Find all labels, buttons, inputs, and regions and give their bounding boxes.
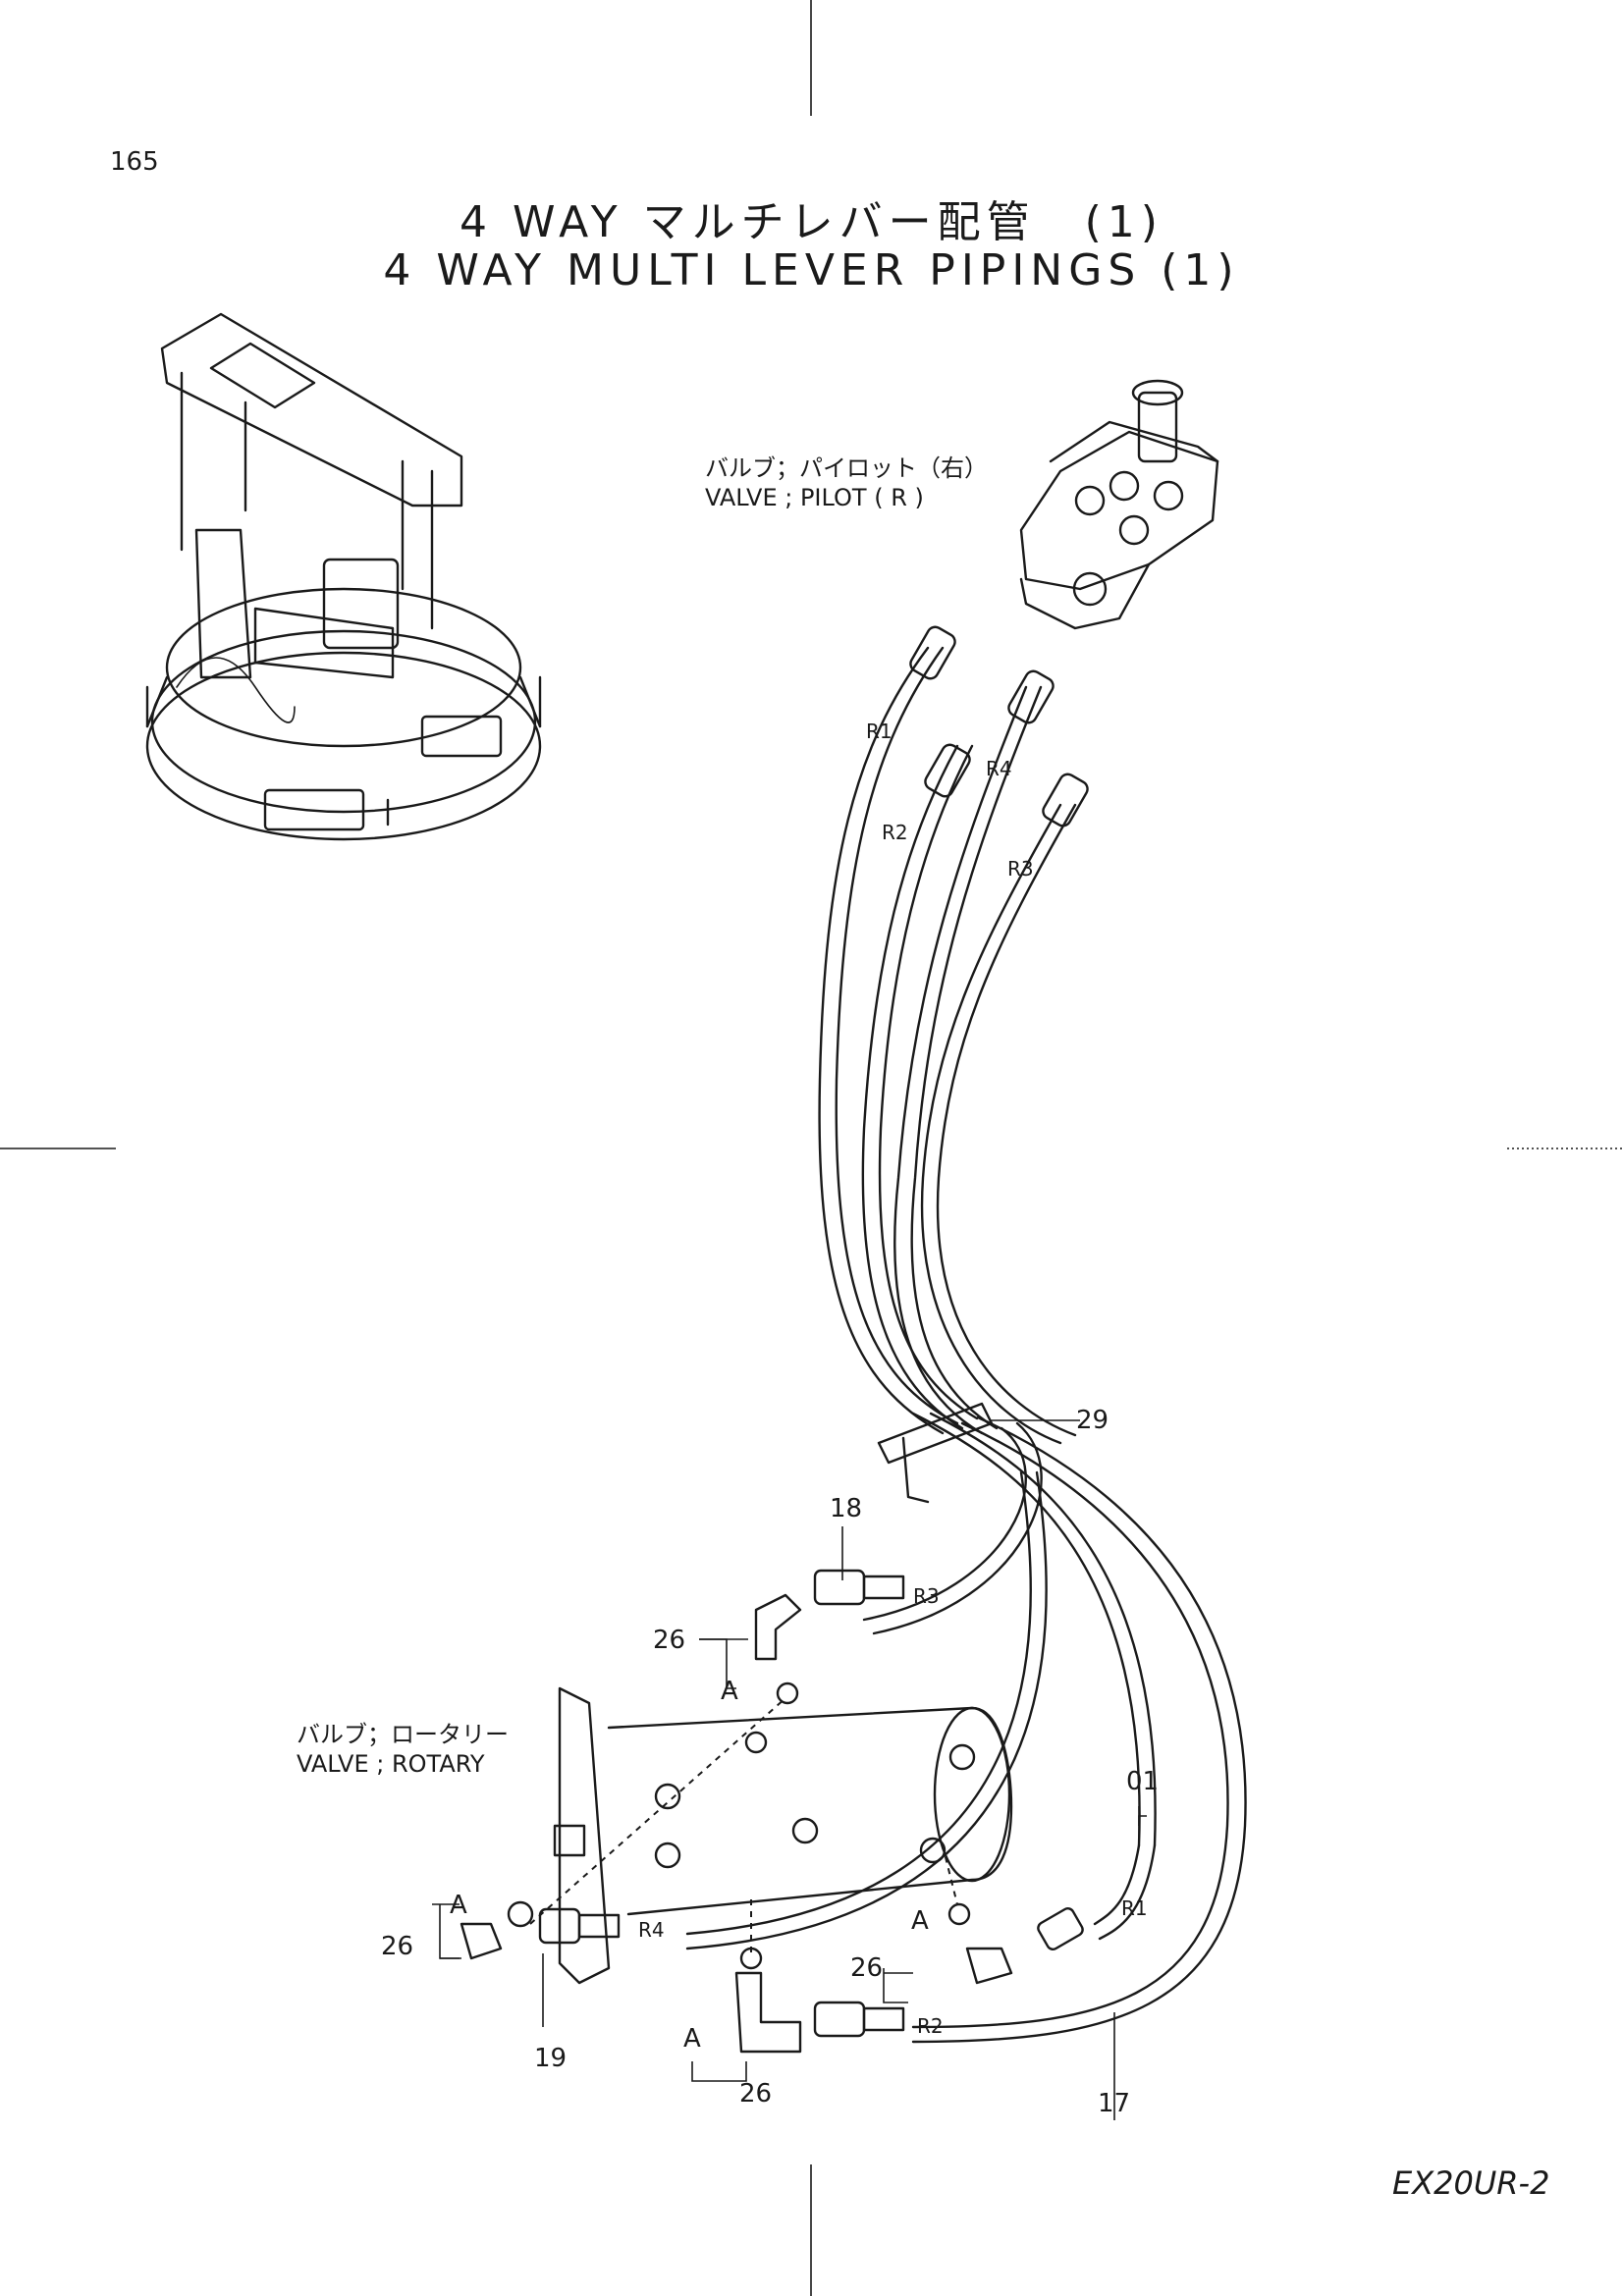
port-label-r3: R3 [913,1584,940,1608]
part-number-29: 29 [1076,1406,1109,1435]
view-marker-a: A [911,1906,929,1936]
rotary-valve-label-en: VALVE ; ROTARY [297,1750,485,1778]
port-label-r2: R2 [882,821,908,844]
page-number: 165 [110,147,159,177]
part-number-19: 19 [534,2044,568,2073]
leader-lines [432,1419,1147,2120]
elbow-fittings [460,1593,1013,2054]
page-title-english: 4 WAY MULTI LEVER PIPINGS (1) [383,245,1240,295]
hose-fittings [538,625,1089,2038]
part-number-26: 26 [850,1953,884,1983]
view-marker-a: A [683,2024,701,2054]
hose-bundle [685,646,1247,2044]
page-title-japanese: 4 WAY マルチレバー配管 (1) [460,197,1163,247]
part-number-18: 18 [830,1494,863,1523]
view-marker-a: A [450,1891,467,1920]
port-label-r1: R1 [866,720,893,743]
part-number-17: 17 [1098,2089,1131,2118]
port-label-r2: R2 [917,2014,944,2038]
part-number-26: 26 [739,2079,773,2109]
port-label-r1: R1 [1121,1896,1148,1920]
port-label-r4: R4 [986,757,1012,780]
model-code: EX20UR-2 [1392,2164,1550,2202]
view-marker-a: A [721,1677,738,1706]
connection-lines [529,1697,958,1953]
port-label-r4: R4 [638,1918,665,1942]
rotary-valve-illustration [553,1686,1013,1985]
machine-overview-illustration [145,312,542,841]
part-number-26: 26 [653,1626,686,1655]
pilot-valve-label: バルブ；パイロット（右） VALVE ; PILOT ( R ) [705,454,988,512]
part-number-01: 01 [1126,1767,1160,1796]
port-label-r3: R3 [1007,857,1034,881]
pilot-valve-label-jp: バルブ；パイロット（右） [705,454,988,482]
hose-clamp [877,1402,994,1504]
rotary-valve-label-jp: バルブ；ロータリー [297,1721,509,1748]
pilot-valve-illustration [1019,379,1219,630]
pilot-valve-label-en: VALVE ; PILOT ( R ) [705,484,924,511]
rotary-valve-label: バルブ；ロータリー VALVE ; ROTARY [297,1720,509,1779]
part-number-26: 26 [381,1932,414,1961]
